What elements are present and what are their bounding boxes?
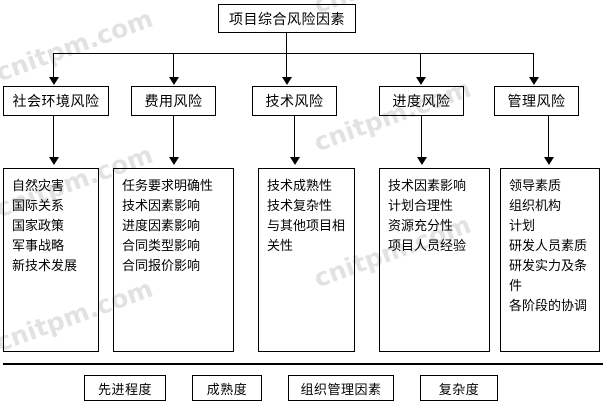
detail-item: 自然灾害 — [12, 179, 65, 194]
watermark-text: cnitpm.com — [0, 3, 157, 88]
detail-item: 任务要求明确性 — [122, 179, 214, 194]
detail-item: 军事战略 — [12, 239, 65, 254]
arrow-to-category-3 — [282, 77, 292, 85]
detail-item: 计划 — [509, 219, 536, 234]
detail-item: 计划合理性 — [388, 199, 454, 214]
detail-item: 国家政策 — [12, 219, 65, 234]
detail-item: 合同类型影响 — [122, 239, 201, 254]
detail-item: 合同报价影响 — [122, 259, 201, 274]
detail-item: 国际关系 — [12, 199, 65, 214]
root-stem-line — [286, 33, 288, 54]
category-label: 费用风险 — [144, 94, 203, 110]
detail-item: 领导素质 — [509, 179, 562, 194]
footer-label: 组织管理因素 — [300, 382, 382, 398]
footer-box-complexity: 复杂度 — [420, 375, 498, 401]
detail-item: 进度因素影响 — [122, 219, 201, 234]
detail-box-schedule: 技术因素影响 计划合理性 资源充分性 项目人员经验 — [379, 168, 490, 352]
category-drop-3 — [294, 116, 296, 158]
detail-item: 技术复杂性 — [267, 199, 333, 214]
detail-item: 技术成熟性 — [267, 179, 333, 194]
root-box: 项目综合风险因素 — [218, 4, 356, 33]
section-divider — [3, 363, 603, 365]
category-box-social-environment: 社会环境风险 — [3, 86, 109, 116]
detail-box-technology: 技术成熟性 技术复杂性 与其他项目相关性 — [258, 168, 355, 352]
bus-line — [53, 53, 533, 55]
arrow-to-category-2 — [169, 77, 179, 85]
detail-item: 组织机构 — [509, 199, 562, 214]
arrow-to-category-1 — [49, 77, 59, 85]
detail-box-cost: 任务要求明确性 技术因素影响 进度因素影响 合同类型影响 合同报价影响 — [113, 168, 234, 352]
root-box-label: 项目综合风险因素 — [229, 11, 345, 28]
category-box-schedule: 进度风险 — [379, 86, 464, 116]
footer-box-organization-management: 组织管理因素 — [288, 375, 394, 401]
footer-label: 成熟度 — [206, 382, 248, 398]
arrow-to-detail-1 — [49, 157, 59, 165]
detail-item: 与其他项目相关性 — [267, 219, 346, 254]
category-drop-2 — [173, 116, 175, 158]
category-box-technology: 技术风险 — [252, 86, 337, 116]
detail-item: 研发人员素质 — [509, 239, 588, 254]
arrow-to-detail-5 — [544, 157, 554, 165]
category-drop-5 — [548, 116, 550, 158]
arrow-to-detail-4 — [417, 157, 427, 165]
detail-item: 各阶段的协调 — [509, 299, 588, 314]
detail-box-management: 领导素质 组织机构 计划 研发人员素质 研发实力及条件 各阶段的协调 — [500, 168, 600, 352]
category-label: 管理风险 — [507, 94, 566, 110]
bus-drop-3 — [286, 53, 288, 78]
footer-label: 先进程度 — [97, 382, 152, 398]
arrow-to-category-4 — [416, 77, 426, 85]
detail-item: 项目人员经验 — [388, 239, 467, 254]
footer-label: 复杂度 — [438, 382, 480, 398]
detail-item: 研发实力及条件 — [509, 259, 588, 294]
arrow-to-category-5 — [529, 77, 539, 85]
detail-item: 资源充分性 — [388, 219, 454, 234]
bus-drop-5 — [533, 53, 535, 78]
category-box-cost: 费用风险 — [131, 86, 216, 116]
category-label: 社会环境风险 — [12, 94, 100, 110]
category-drop-1 — [53, 116, 55, 158]
footer-box-advancement: 先进程度 — [84, 375, 166, 401]
detail-item: 技术因素影响 — [122, 199, 201, 214]
detail-item: 新技术发展 — [12, 259, 78, 274]
category-label: 技术风险 — [265, 94, 324, 110]
category-box-management: 管理风险 — [494, 86, 579, 116]
footer-box-maturity: 成熟度 — [192, 375, 262, 401]
category-label: 进度风险 — [392, 94, 451, 110]
detail-item: 技术因素影响 — [388, 179, 467, 194]
arrow-to-detail-2 — [169, 157, 179, 165]
detail-box-social-environment: 自然灾害 国际关系 国家政策 军事战略 新技术发展 — [3, 168, 99, 352]
bus-drop-2 — [173, 53, 175, 78]
bus-drop-4 — [420, 53, 422, 78]
category-drop-4 — [421, 116, 423, 158]
arrow-to-detail-3 — [290, 157, 300, 165]
bus-drop-1 — [53, 53, 55, 78]
